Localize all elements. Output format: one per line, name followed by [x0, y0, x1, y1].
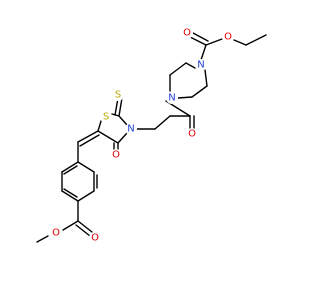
- piperazine-bond: [169, 62, 187, 76]
- ring-carbonyl-oxygen: O: [110, 149, 122, 161]
- ring-bond: [63, 188, 78, 198]
- carbamate-ether-oxygen: O: [222, 31, 234, 43]
- piperazine-bond: [204, 69, 208, 87]
- bond-o-methyl: [36, 235, 49, 243]
- chemical-structure-diagram: S S N O O N N O: [36, 27, 267, 244]
- double-bond-thione: [118, 97, 123, 117]
- thiazolidine-nitrogen: N: [125, 123, 137, 135]
- thiazolidine-sulfur: S: [100, 111, 112, 123]
- piperazine-bond: [177, 96, 193, 99]
- atom-label-o5: O: [91, 233, 99, 244]
- atom-label-n1: N: [127, 124, 134, 135]
- atom-label-n2: N: [168, 93, 175, 104]
- bond-c2-n3: [118, 115, 128, 126]
- double-bond-exocyclic: [79, 134, 100, 147]
- bond-o-ethyl: [233, 39, 247, 46]
- double-bond-ester-co: [75, 224, 91, 237]
- bond-ethyl: [245, 34, 267, 46]
- atom-label-o1: O: [112, 150, 120, 161]
- thione-sulfur: S: [112, 89, 124, 101]
- bond-ch2-ch2: [154, 115, 171, 130]
- bond-c4-c5: [97, 130, 119, 144]
- ring-bond: [77, 190, 95, 202]
- ring-bond: [63, 165, 78, 175]
- bond-layer: [36, 32, 267, 243]
- bond-carbonyl-o: [205, 38, 223, 46]
- atom-label-n3: N: [197, 60, 204, 71]
- atom-layer: S S N O O N N O: [50, 27, 234, 244]
- piperazine-nitrogen-carbamate: N: [195, 59, 207, 71]
- piperazine-nitrogen-amide: N: [166, 92, 178, 104]
- bond-n3-c4: [117, 132, 128, 144]
- ester-carbonyl-oxygen: O: [89, 232, 101, 244]
- amide-oxygen: O: [186, 128, 198, 140]
- atom-label-o4: O: [224, 32, 232, 43]
- atom-label-s1: S: [103, 112, 109, 123]
- atom-label-o3: O: [183, 28, 191, 39]
- double-bond-carbamate-co: [192, 32, 209, 42]
- bond-n-carbonyl: [200, 44, 207, 61]
- ring-bond: [61, 161, 79, 173]
- double-bond-ester-co: [77, 220, 93, 233]
- carbamate-carbonyl-oxygen: O: [181, 27, 193, 39]
- double-bond-carbamate-co: [189, 36, 207, 46]
- piperazine-bond: [191, 85, 208, 98]
- piperazine-bond: [185, 62, 196, 69]
- ester-ether-oxygen: O: [50, 227, 62, 239]
- double-bond-exocyclic: [77, 130, 99, 143]
- atom-label-o6: O: [52, 228, 60, 239]
- atom-label-s2: S: [115, 90, 121, 101]
- ring-bond: [61, 190, 79, 202]
- bond-ester-o: [62, 220, 79, 231]
- ring-bond: [77, 161, 95, 173]
- atom-label-o2: O: [188, 129, 196, 140]
